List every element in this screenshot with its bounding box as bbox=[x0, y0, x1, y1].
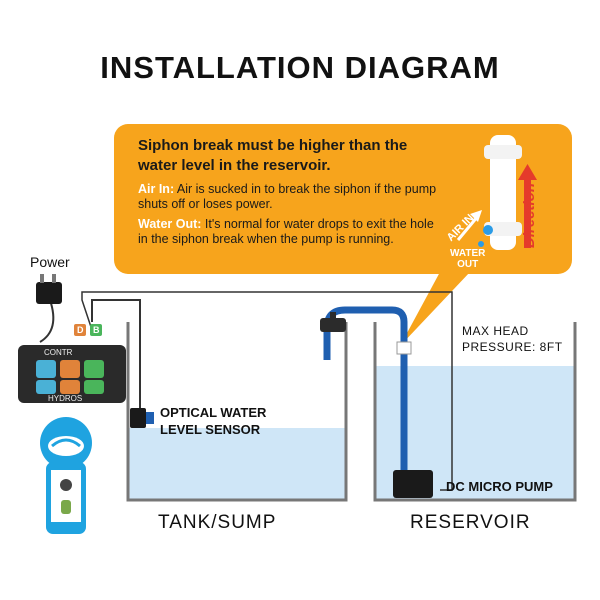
controller-brand: HYDROS bbox=[48, 394, 83, 403]
callout-heading: Siphon break must be higher than the wat… bbox=[138, 137, 408, 174]
pump-label: DC MICRO PUMP bbox=[446, 479, 553, 494]
valve-icon bbox=[320, 312, 346, 332]
siphon-break-illustration bbox=[478, 135, 522, 250]
air-in-text: Air is sucked in to break the siphon if … bbox=[138, 182, 437, 211]
power-label: Power bbox=[30, 254, 70, 270]
phone-icon bbox=[46, 462, 86, 534]
pump-cable bbox=[81, 291, 453, 491]
optical-sensor-label: OPTICAL WATER LEVEL SENSOR bbox=[160, 404, 300, 438]
water-out-label-line2: OUT bbox=[457, 259, 479, 270]
port-markers bbox=[74, 324, 102, 336]
water-out-label-line1: WATER bbox=[450, 248, 486, 259]
power-cable bbox=[39, 299, 55, 343]
tank-sump bbox=[126, 322, 348, 502]
controller-model-label: CONTR bbox=[44, 348, 73, 357]
reservoir-label: RESERVOIR bbox=[410, 512, 531, 533]
water-out-label: WATER OUT bbox=[450, 248, 485, 270]
air-in-note: Air In: Air is sucked in to break the si… bbox=[138, 182, 438, 212]
optical-sensor-icon bbox=[130, 408, 154, 428]
dc-micro-pump bbox=[393, 470, 433, 498]
water-out-text: It's normal for water drops to exit the … bbox=[138, 217, 434, 246]
callout-pointer bbox=[400, 272, 470, 346]
port-marker-b: B bbox=[93, 325, 100, 335]
max-head-line1: MAX HEAD bbox=[462, 324, 529, 338]
optical-sensor-label-line2: LEVEL SENSOR bbox=[160, 422, 261, 437]
port-marker-d: D bbox=[77, 325, 84, 335]
air-in-arrow-icon bbox=[456, 210, 482, 241]
callout-text: Siphon break must be higher than the wat… bbox=[138, 136, 438, 252]
sensor-cable bbox=[91, 299, 141, 412]
direction-label: Direction bbox=[521, 182, 538, 248]
water-out-key: Water Out: bbox=[138, 217, 202, 231]
page-title: INSTALLATION DIAGRAM bbox=[100, 50, 500, 85]
max-head-label: MAX HEAD PRESSURE: 8FT bbox=[462, 323, 563, 355]
power-adapter-icon bbox=[36, 274, 62, 304]
siphon-break-fitting bbox=[396, 341, 412, 355]
water-out-note: Water Out: It's normal for water drops t… bbox=[138, 217, 438, 247]
tank-label: TANK/SUMP bbox=[158, 512, 277, 533]
direction-arrow-icon bbox=[518, 164, 537, 248]
max-head-line2: PRESSURE: 8FT bbox=[462, 340, 563, 354]
optical-sensor-label-line1: OPTICAL WATER bbox=[160, 405, 267, 420]
cloud-app-icon bbox=[40, 417, 92, 469]
air-in-key: Air In: bbox=[138, 182, 175, 196]
hydros-controller bbox=[18, 345, 126, 403]
